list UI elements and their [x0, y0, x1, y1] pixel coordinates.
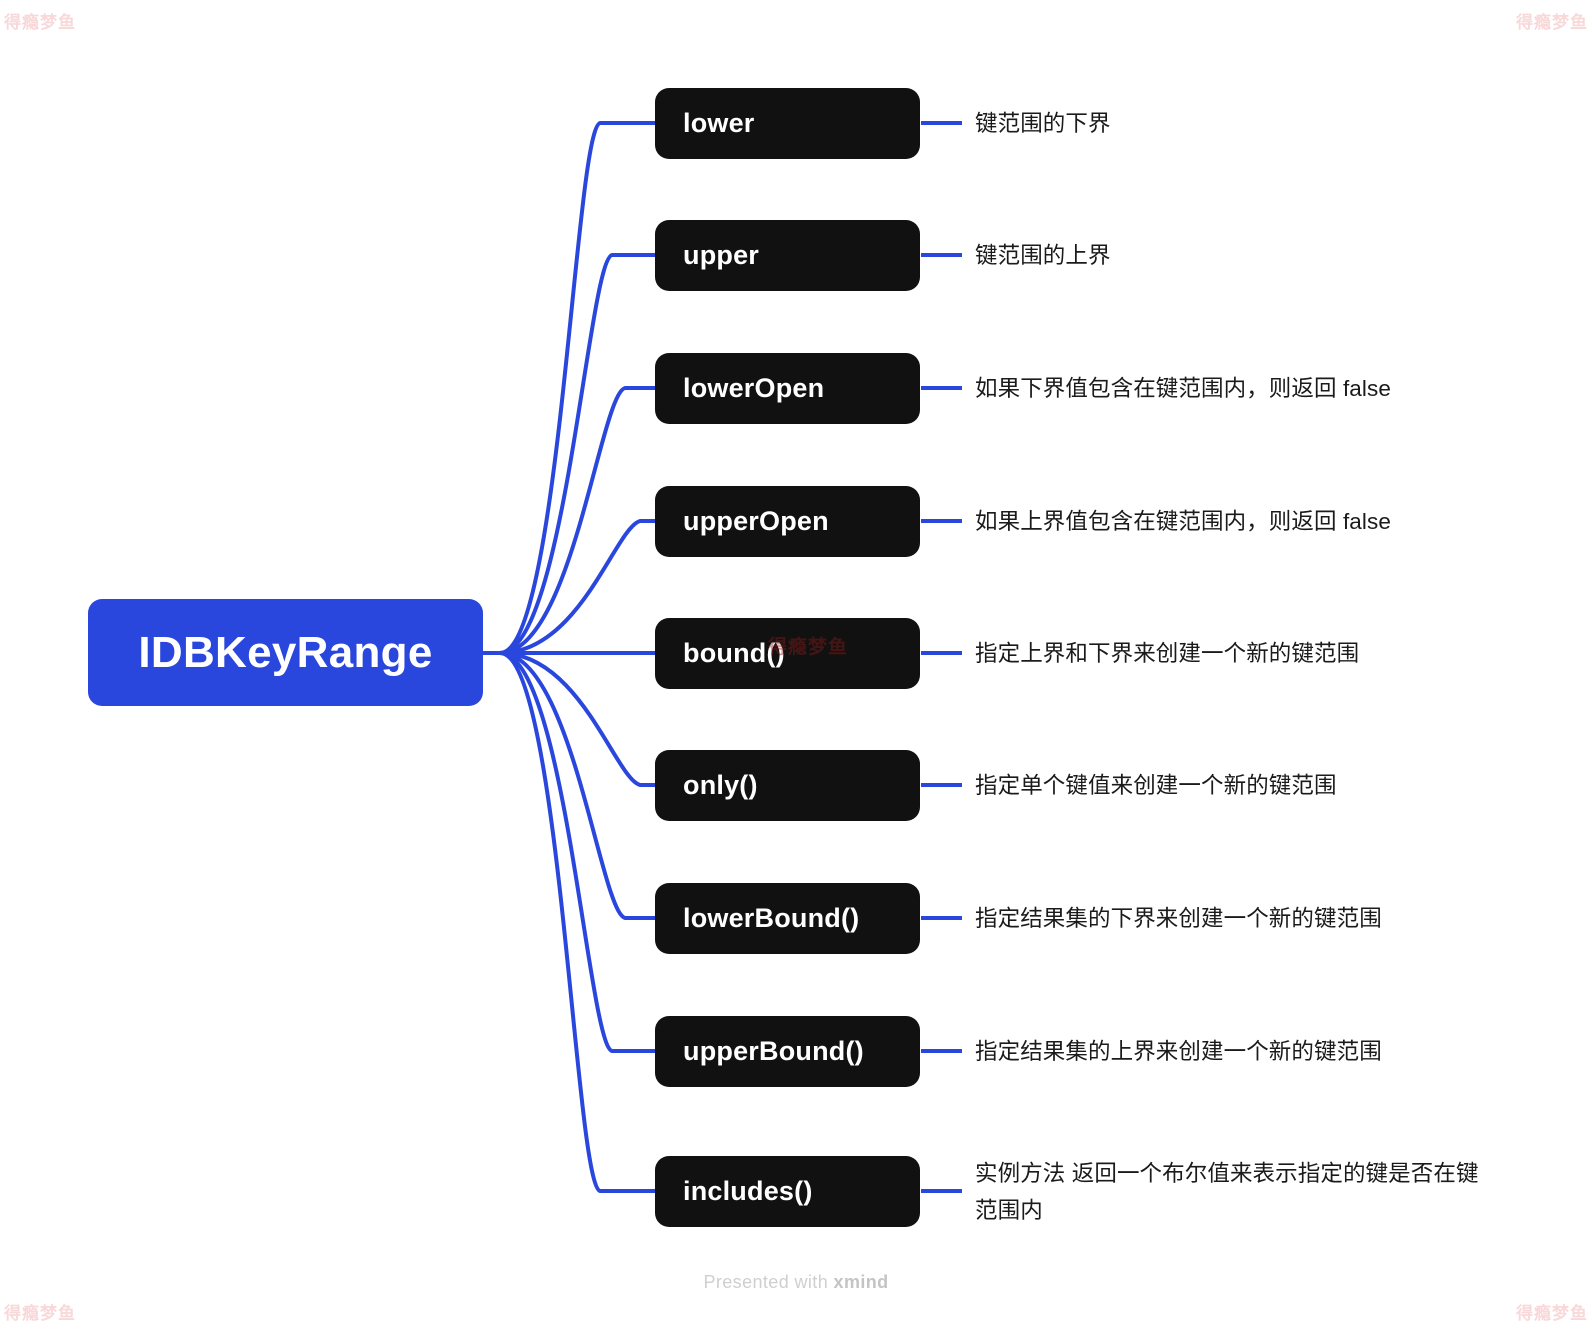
footer-brand: xmind — [833, 1272, 889, 1292]
watermark-bottom-right: 得瘾梦鱼 — [1516, 1304, 1588, 1323]
branch-curve-8 — [481, 651, 657, 1193]
topic-label: upperBound() — [683, 1036, 864, 1066]
topic-label: bound() — [683, 638, 785, 668]
topic-label: only() — [683, 770, 758, 800]
branch-curve-3 — [481, 519, 657, 655]
topic-description-lowerbound: 指定结果集的下界来创建一个新的键范围 — [975, 906, 1382, 931]
branch-curve-0 — [481, 121, 657, 655]
topic-description-upper: 键范围的上界 — [975, 243, 1111, 268]
root-node-label: IDBKeyRange — [138, 627, 433, 677]
topic-node-lower[interactable]: lower — [655, 88, 920, 159]
watermark-bottom-left: 得瘾梦鱼 — [4, 1304, 76, 1323]
branch-curve-1 — [481, 253, 657, 655]
topic-description-bound: 指定上界和下界来创建一个新的键范围 — [975, 641, 1360, 666]
topic-description-includes: 实例方法 返回一个布尔值来表示指定的键是否在键范围内 — [975, 1161, 1479, 1223]
topic-label: upper — [683, 240, 760, 270]
branch-curve-6 — [481, 651, 657, 920]
branch-curve-2 — [481, 386, 657, 655]
watermark-center: 得瘾梦鱼 — [768, 637, 849, 658]
watermark-top-left: 得瘾梦鱼 — [4, 13, 76, 32]
topic-description-upperopen: 如果上界值包含在键范围内，则返回 false — [975, 509, 1391, 534]
topic-label: lowerBound() — [683, 903, 860, 933]
topic-node-lowerbound[interactable]: lowerBound() — [655, 883, 920, 954]
topic-description-loweropen: 如果下界值包含在键范围内，则返回 false — [975, 376, 1391, 401]
branch-curve-7 — [481, 651, 657, 1053]
topic-node-loweropen[interactable]: lowerOpen — [655, 353, 920, 424]
topic-node-upperbound[interactable]: upperBound() — [655, 1016, 920, 1087]
topic-label: lower — [683, 108, 755, 138]
root-node[interactable]: IDBKeyRange — [88, 599, 483, 706]
topic-description-lower: 键范围的下界 — [975, 111, 1111, 136]
topic-label: lowerOpen — [683, 373, 825, 403]
topic-description-only: 指定单个键值来创建一个新的键范围 — [975, 773, 1337, 798]
footer-prefix: Presented with — [703, 1272, 834, 1292]
branch-curve-5 — [481, 651, 657, 787]
topic-label: upperOpen — [683, 506, 829, 536]
topic-label: includes() — [683, 1176, 813, 1206]
watermark-top-right: 得瘾梦鱼 — [1516, 13, 1588, 32]
topic-description-upperbound: 指定结果集的上界来创建一个新的键范围 — [975, 1039, 1382, 1064]
topic-node-upper[interactable]: upper — [655, 220, 920, 291]
topic-node-includes[interactable]: includes() — [655, 1156, 920, 1227]
topic-node-upperopen[interactable]: upperOpen — [655, 486, 920, 557]
topic-node-bound[interactable]: bound() — [655, 618, 920, 689]
topic-node-only[interactable]: only() — [655, 750, 920, 821]
footer-credit: Presented with xmind — [0, 1272, 1592, 1293]
